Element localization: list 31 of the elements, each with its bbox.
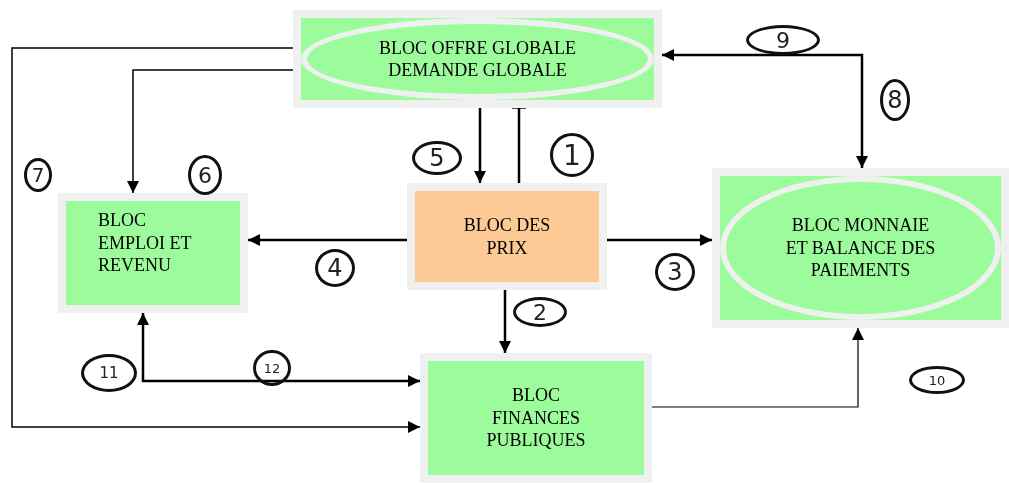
callout-number: 2 [513,297,567,327]
block-box [420,353,652,483]
ellipse-block [712,168,1009,328]
block-box [58,193,248,313]
arrow [474,108,486,183]
arrow [499,290,511,353]
arrow [651,327,864,408]
block-label: BLOC MONNAIE ET BALANCE DES PAIEMENTS [784,214,937,282]
callout-number: 12 [253,350,291,386]
callout-number: 11 [81,354,137,392]
ellipse-block [293,10,662,108]
callout-number: 5 [412,141,462,175]
block-label: BLOC OFFRE GLOBALE DEMANDE GLOBALE [378,36,577,82]
callout-number: 7 [24,158,52,192]
block-label: BLOC FINANCES PUBLIQUES [485,384,587,452]
block-box [407,183,607,290]
callout-number: 9 [746,25,820,55]
arrow [11,47,421,433]
callout-number: 1 [550,133,594,177]
arrow [127,69,294,194]
callout-number: 8 [880,79,910,121]
callout-number: 4 [315,249,355,287]
arrow [662,49,868,168]
arrow [137,313,420,387]
block-label: BLOC EMPLOI ET REVENU [97,209,193,277]
callout-number: 3 [655,253,695,291]
arrow [248,234,407,246]
arrow [607,234,712,246]
block-label: BLOC DES PRIX [462,214,552,259]
callout-number: 10 [909,366,965,394]
callout-number: 6 [188,155,222,195]
